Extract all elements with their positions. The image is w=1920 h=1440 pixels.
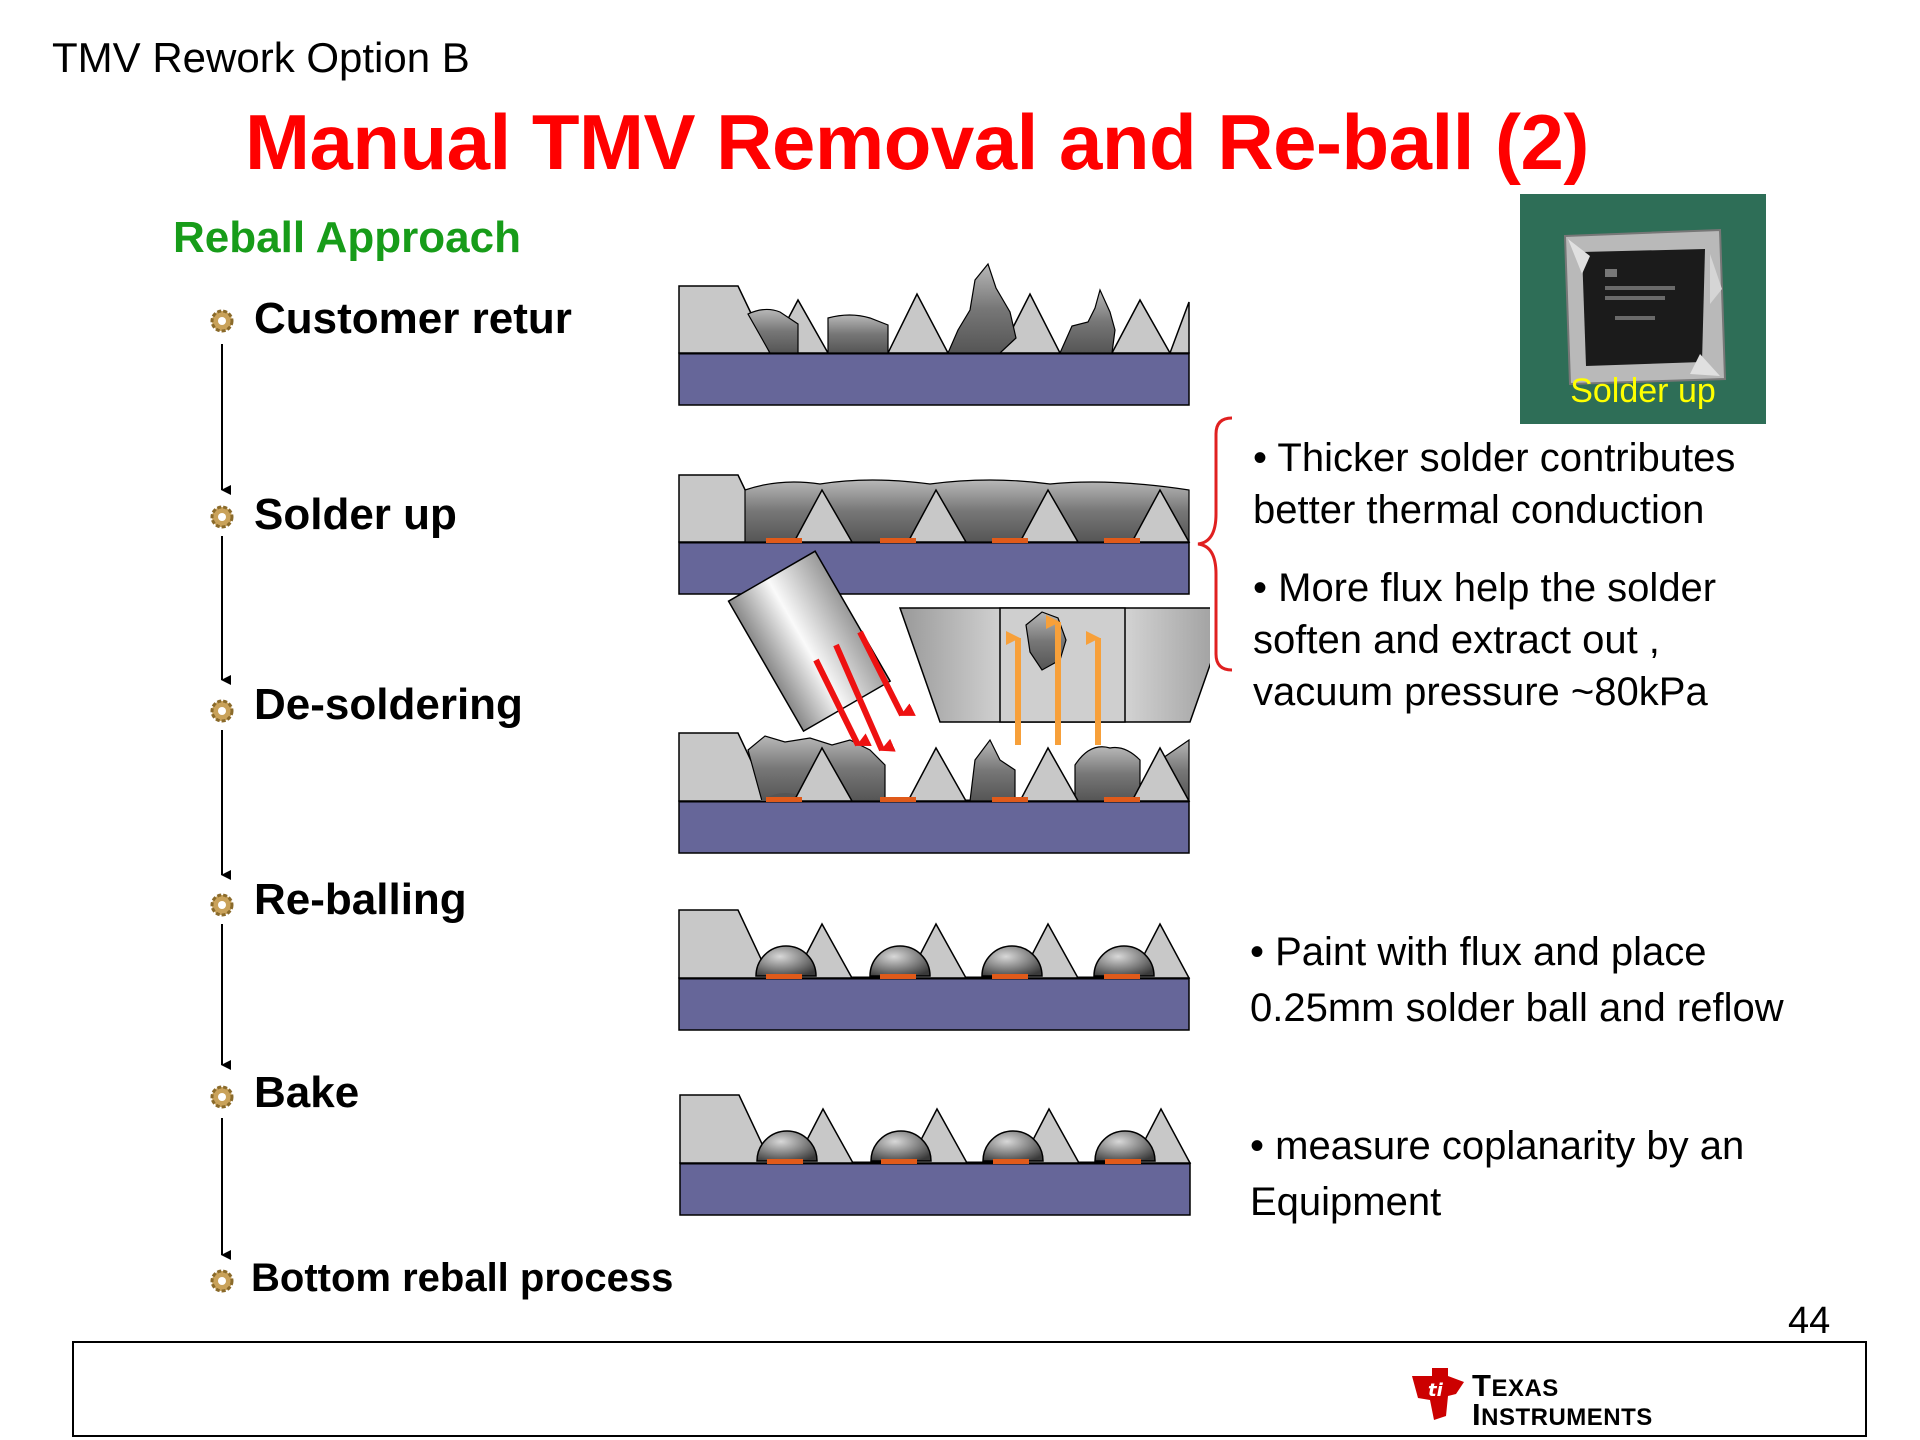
step-customer-return: Customer retur: [254, 294, 572, 343]
note-line: soften and extract out ,: [1253, 618, 1660, 662]
step-bottom-reball: Bottom reball process: [251, 1256, 674, 1300]
logo-initial: I: [1472, 1397, 1482, 1432]
solder-ball: [982, 1130, 1044, 1162]
logo-initial: T: [1472, 1368, 1492, 1403]
heat-arrow: [813, 658, 872, 747]
logo-text: NSTRUMENTS: [1481, 1404, 1653, 1431]
note-line: • measure coplanarity by an: [1250, 1124, 1745, 1168]
slide-subtitle: TMV Rework Option B: [52, 34, 470, 81]
solder-ball: [755, 945, 817, 977]
solder-ball: [870, 1130, 932, 1162]
bracket-icon: [1197, 416, 1233, 672]
diagram-re-balling: [678, 909, 1191, 1031]
heat-arrow: [833, 643, 896, 752]
step-solder-up: Solder up: [254, 490, 457, 539]
solder-ball: [869, 945, 931, 977]
hot-air-nozzle: [727, 550, 892, 733]
svg-text:ti: ti: [1428, 1380, 1444, 1401]
step-bake: Bake: [254, 1068, 360, 1117]
note-line: better thermal conduction: [1253, 488, 1705, 532]
note-line: vacuum pressure ~80kPa: [1253, 670, 1708, 714]
diagram-bake: [679, 1094, 1192, 1216]
diagram-de-soldering: [678, 550, 1210, 854]
bake-note: • measure coplanarity by an Equipment: [1250, 1118, 1744, 1230]
note-line: 0.25mm solder ball and reflow: [1250, 986, 1784, 1030]
gear-bullet-icon: [210, 1269, 234, 1293]
gear-bullet-icon: [210, 1085, 234, 1109]
chip-photo-image: [1520, 194, 1766, 424]
diagram-solder-up: [678, 474, 1191, 595]
solder-ball: [1094, 1130, 1156, 1162]
footer-bar: [72, 1341, 1867, 1437]
reballing-note: • Paint with flux and place 0.25mm solde…: [1250, 924, 1784, 1036]
process-flow-arrows: [221, 344, 231, 1260]
ti-logo-icon: ti: [1412, 1368, 1464, 1420]
gear-bullet-icon: [210, 893, 234, 917]
note-line: • Paint with flux and place: [1250, 930, 1707, 974]
page-number: 44: [1788, 1300, 1831, 1342]
note-line: Equipment: [1250, 1180, 1442, 1224]
photo-caption: Solder up: [1570, 372, 1716, 410]
step-de-soldering: De-soldering: [254, 680, 523, 729]
diagram-customer-return: [678, 262, 1190, 406]
cross-section-diagrams: [678, 262, 1210, 1216]
gear-bullet-icon: [210, 699, 234, 723]
heat-arrow: [857, 630, 916, 717]
slide-title: Manual TMV Removal and Re-ball (2): [245, 98, 1589, 186]
ti-logo-wordmark: TEXAS INSTRUMENTS: [1472, 1370, 1653, 1432]
solder-ball: [756, 1130, 818, 1162]
note-line: • Thicker solder contributes: [1253, 436, 1736, 480]
step-re-balling: Re-balling: [254, 875, 467, 924]
solder-ball: [981, 945, 1043, 977]
solder-ball: [1093, 945, 1155, 977]
section-heading: Reball Approach: [173, 213, 521, 262]
chip-photo: Solder up: [1520, 194, 1766, 424]
solder-up-note: • Thicker solder contributes better ther…: [1253, 432, 1735, 718]
gear-bullet-icon: [210, 505, 234, 529]
logo-text: EXAS: [1491, 1375, 1559, 1402]
gear-bullet-icon: [210, 309, 234, 333]
note-line: • More flux help the solder: [1253, 566, 1717, 610]
